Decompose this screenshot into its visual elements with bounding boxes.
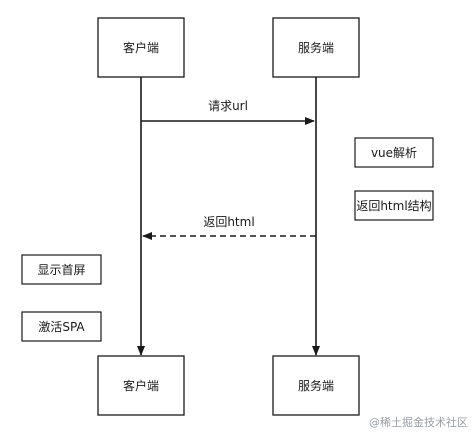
- server-label-top: 服务端: [298, 40, 334, 55]
- note-vue-parse: vue解析: [354, 137, 434, 168]
- response-label: 返回html: [203, 215, 254, 229]
- client-box-bottom: 客户端: [97, 355, 185, 416]
- note-show-screen: 显示首屏: [21, 254, 102, 285]
- client-label-top: 客户端: [123, 40, 159, 55]
- note-return-structure: 返回html结构: [354, 190, 434, 221]
- server-box-bottom: 服务端: [272, 355, 360, 416]
- client-box-top: 客户端: [97, 17, 185, 78]
- note-show-screen-label: 显示首屏: [37, 263, 85, 277]
- note-vue-parse-label: vue解析: [371, 146, 417, 160]
- client-label-bottom: 客户端: [123, 378, 159, 393]
- server-box-top: 服务端: [272, 17, 360, 78]
- server-label-bottom: 服务端: [298, 378, 334, 393]
- note-return-structure-label: 返回html结构: [356, 198, 431, 213]
- request-label: 请求url: [208, 99, 248, 113]
- note-activate-spa: 激活SPA: [21, 311, 102, 342]
- note-activate-spa-label: 激活SPA: [38, 320, 85, 334]
- watermark-text: @稀土掘金技术社区: [369, 415, 468, 429]
